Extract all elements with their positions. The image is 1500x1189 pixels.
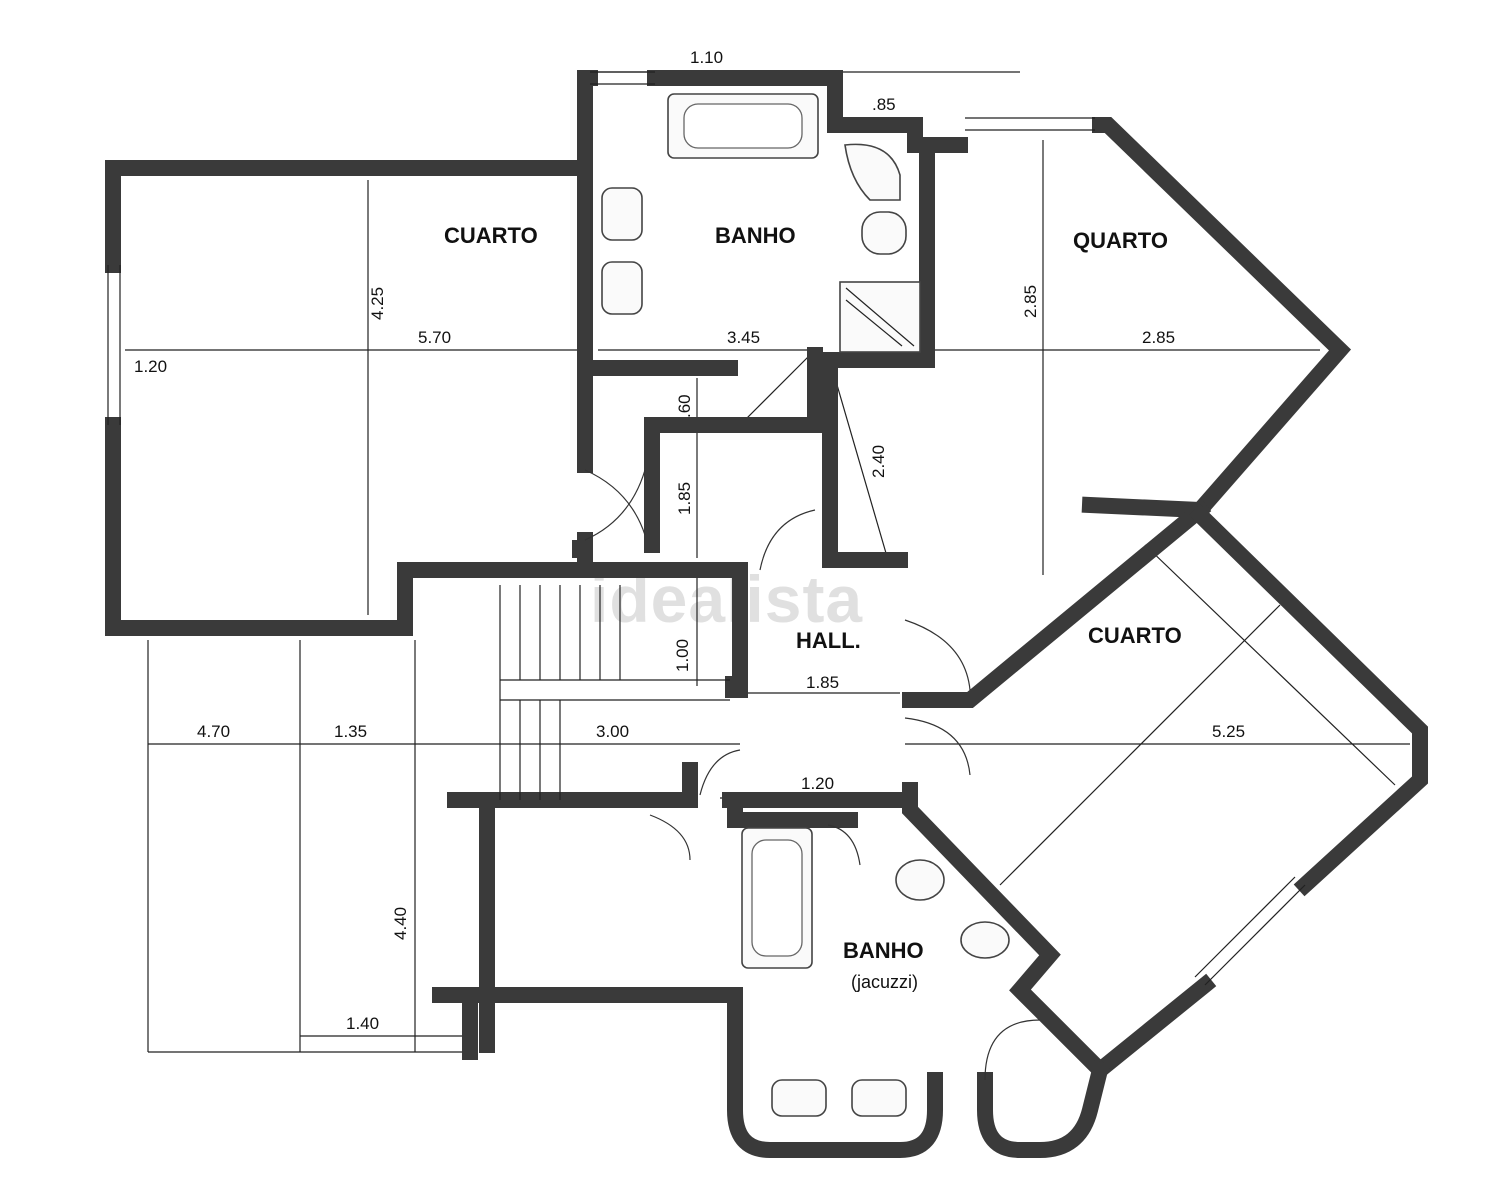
fixtures bbox=[601, 93, 1010, 1117]
room-label-banho-bottom: BANHO bbox=[843, 938, 924, 963]
dim-cuarto-right-width: 5.25 bbox=[1212, 722, 1245, 741]
dim-stair-run: 3.00 bbox=[596, 722, 629, 741]
staircase bbox=[499, 585, 730, 800]
dim-corridor-b: 1.85 bbox=[675, 482, 694, 515]
dim-top-right: .85 bbox=[872, 95, 896, 114]
sink-icon bbox=[601, 187, 643, 241]
dim-quarto-height: 2.85 bbox=[1021, 285, 1040, 318]
sink-icon bbox=[601, 261, 643, 315]
bidet-icon bbox=[960, 921, 1010, 959]
room-label-banho-top: BANHO bbox=[715, 223, 796, 248]
doors bbox=[584, 469, 1041, 1081]
walls bbox=[105, 70, 1428, 1158]
dim-terrace-mid: 1.35 bbox=[334, 722, 367, 741]
dimension-labels: 1.10 .85 4.25 5.70 1.20 3.45 2.85 2.85 .… bbox=[134, 48, 1245, 1033]
dim-cuarto-height: 4.25 bbox=[368, 287, 387, 320]
toilet-icon bbox=[861, 211, 907, 255]
dim-quarto-width: 2.85 bbox=[1142, 328, 1175, 347]
dim-stair-landing: 1.00 bbox=[673, 639, 692, 672]
dim-corridor-a: .60 bbox=[675, 394, 694, 418]
dim-terrace-width: 4.70 bbox=[197, 722, 230, 741]
dim-closet-height: 2.40 bbox=[869, 445, 888, 478]
room-labels: CUARTO BANHO QUARTO CUARTO HALL. BANHO (… bbox=[444, 223, 1182, 992]
dim-banho-width: 3.45 bbox=[727, 328, 760, 347]
room-label-quarto: QUARTO bbox=[1073, 228, 1168, 253]
dim-terrace-bottom: 1.40 bbox=[346, 1014, 379, 1033]
sink-icon bbox=[851, 1079, 907, 1117]
dim-cuarto-width: 5.70 bbox=[418, 328, 451, 347]
room-label-cuarto-right: CUARTO bbox=[1088, 623, 1182, 648]
windows bbox=[107, 71, 1306, 986]
room-label-hall: HALL. bbox=[796, 628, 861, 653]
sink-icon bbox=[771, 1079, 827, 1117]
dim-terrace-height: 4.40 bbox=[391, 907, 410, 940]
dim-hall-lower: 1.20 bbox=[801, 774, 834, 793]
dim-top-width: 1.10 bbox=[690, 48, 723, 67]
dim-window-left: 1.20 bbox=[134, 357, 167, 376]
dim-hall-width: 1.85 bbox=[806, 673, 839, 692]
toilet-icon bbox=[895, 859, 945, 901]
room-sublabel-jacuzzi: (jacuzzi) bbox=[851, 972, 918, 992]
dimension-lines bbox=[125, 71, 1410, 1053]
bidet-icon bbox=[844, 143, 901, 201]
room-label-cuarto-left: CUARTO bbox=[444, 223, 538, 248]
